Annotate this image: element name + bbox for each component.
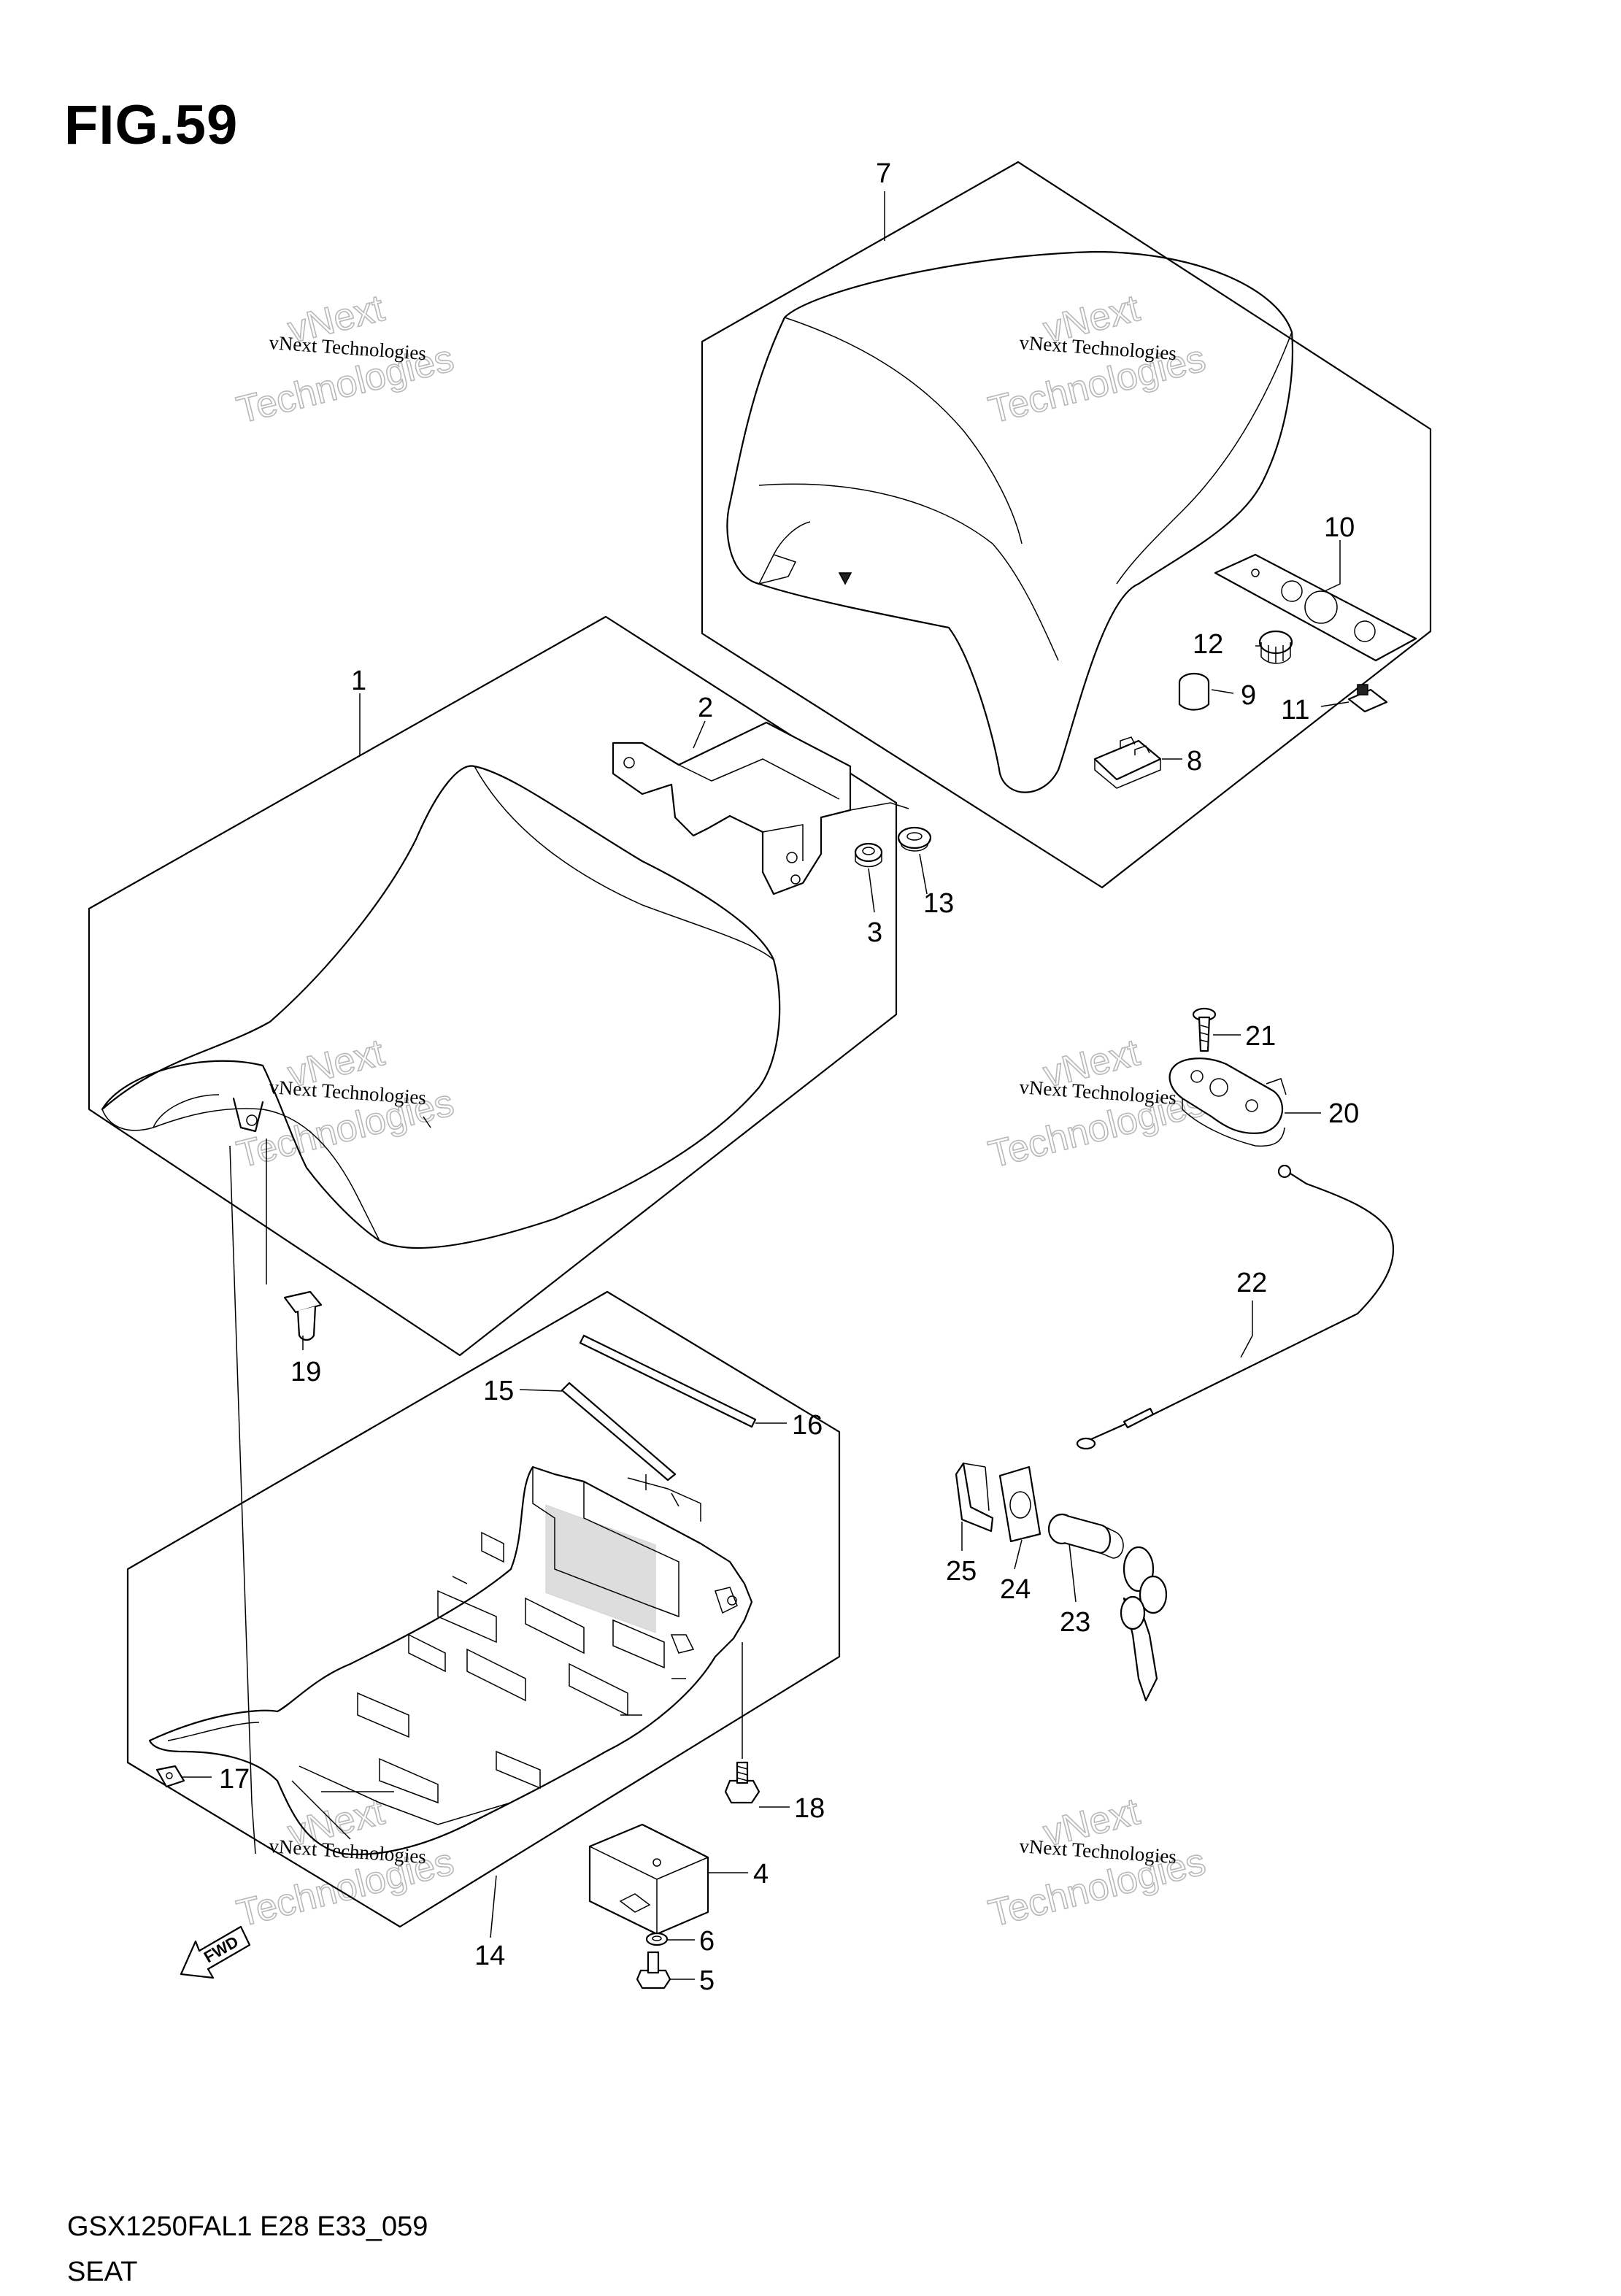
nut-13 xyxy=(897,826,932,852)
plate-24 xyxy=(998,1465,1041,1543)
watermark-bottom-right: vNext Technologies vNext Technologies xyxy=(984,1790,1210,1935)
rear-seat-box xyxy=(701,161,1432,889)
watermark-small: vNext Technologies xyxy=(1019,1835,1177,1868)
part-number-21: 21 xyxy=(1245,1021,1276,1052)
strip-16 xyxy=(579,1334,757,1428)
part-number-8: 8 xyxy=(1187,746,1202,777)
rear-seat-part xyxy=(726,250,1294,793)
part-number-13: 13 xyxy=(923,888,954,919)
part-number-2: 2 xyxy=(698,693,713,723)
watermark-small: vNext Technologies xyxy=(1019,331,1177,364)
part-number-19: 19 xyxy=(290,1357,321,1387)
part-number-22: 22 xyxy=(1236,1268,1267,1298)
nut-11 xyxy=(1347,684,1388,713)
bracket-2 xyxy=(612,721,909,895)
part-number-14: 14 xyxy=(474,1941,505,1971)
cushion-9 xyxy=(1178,672,1210,711)
seat-base-box xyxy=(126,1290,841,1928)
model-code: GSX1250FAL1 E28 E33_059 xyxy=(67,2211,428,2242)
washer-6 xyxy=(645,1932,669,1946)
fwd-arrow-icon: FWD xyxy=(180,1925,251,1979)
part-number-9: 9 xyxy=(1241,680,1256,711)
watermark-group: vNext Technologies vNext Technologies vN… xyxy=(232,286,1210,1935)
part-number-25: 25 xyxy=(946,1556,977,1587)
watermark-small: vNext Technologies xyxy=(269,1076,427,1109)
bolt-19 xyxy=(283,1290,323,1341)
part-number-17: 17 xyxy=(219,1764,250,1795)
part-number-12: 12 xyxy=(1193,629,1223,660)
lock-4 xyxy=(588,1823,709,1935)
nut-3 xyxy=(854,842,883,868)
watermark-bottom-left: vNext Technologies vNext Technologies xyxy=(232,1790,458,1935)
part-number-6: 6 xyxy=(699,1926,715,1957)
part-number-18: 18 xyxy=(794,1793,825,1824)
part-number-20: 20 xyxy=(1328,1098,1359,1129)
watermark-top-right: vNext Technologies vNext Technologies xyxy=(984,286,1210,432)
watermark-top-left: vNext Technologies vNext Technologies xyxy=(232,286,458,432)
watermark-small: vNext Technologies xyxy=(269,1835,427,1868)
bolt-5 xyxy=(636,1951,671,1989)
cushion-8 xyxy=(1093,736,1162,789)
front-seat-box xyxy=(88,615,898,1357)
alignment-line xyxy=(229,1145,256,1854)
rubber-12 xyxy=(1258,630,1293,664)
part-number-labels: 7 1 2 3 13 10 12 9 11 8 21 20 22 19 15 1… xyxy=(219,158,1359,1996)
bracket-25 xyxy=(955,1462,994,1533)
strip-15 xyxy=(561,1382,677,1482)
leader-lines xyxy=(182,191,1349,1980)
watermark-mid-right: vNext Technologies vNext Technologies xyxy=(984,1030,1210,1176)
part-number-23: 23 xyxy=(1060,1607,1090,1638)
part-number-5: 5 xyxy=(699,1965,715,1996)
front-seat-part xyxy=(101,765,781,1249)
part-number-11: 11 xyxy=(1281,695,1309,725)
seat-lock-20 xyxy=(1168,1058,1287,1147)
part-number-10: 10 xyxy=(1324,512,1355,543)
part-number-15: 15 xyxy=(483,1376,514,1406)
seat-lock-plate-10 xyxy=(1214,553,1417,662)
part-number-24: 24 xyxy=(1000,1574,1031,1605)
cable-22 xyxy=(1076,1164,1395,1450)
part-number-3: 3 xyxy=(867,917,882,948)
part-number-7: 7 xyxy=(876,158,891,189)
watermark-small: vNext Technologies xyxy=(269,331,427,364)
seat-base-part xyxy=(148,1465,753,1856)
screw-21 xyxy=(1192,1007,1217,1052)
watermark-small: vNext Technologies xyxy=(1019,1076,1177,1109)
bolt-18 xyxy=(724,1642,761,1804)
diagram-caption: SEAT xyxy=(67,2257,138,2287)
figure-title: FIG.59 xyxy=(64,94,239,156)
part-number-4: 4 xyxy=(753,1859,769,1889)
part-number-16: 16 xyxy=(792,1410,823,1441)
clip-17 xyxy=(155,1765,185,1788)
part-number-1: 1 xyxy=(351,666,366,696)
key-lock-23 xyxy=(1047,1513,1168,1702)
